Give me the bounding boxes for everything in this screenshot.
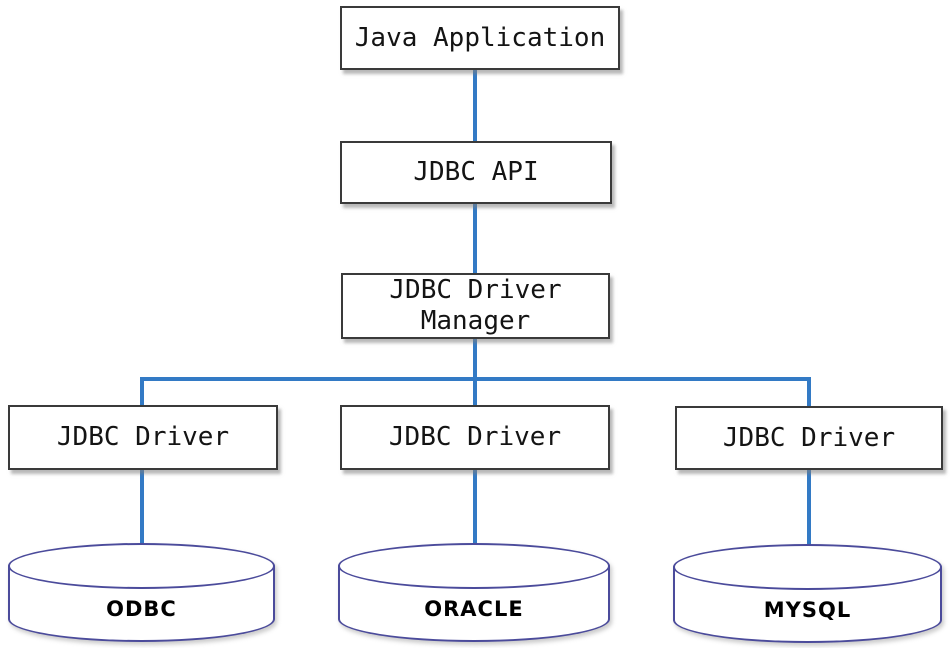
connector-left-driver-to-odbc [140,468,144,548]
connector-app-to-api [473,70,477,142]
database-cylinder-mysql: MYSQL [673,544,942,643]
node-jdbc-driver-manager: JDBC Driver Manager [341,273,610,339]
database-label-mysql: MYSQL [763,598,852,622]
connector-branch-horizontal [140,377,811,381]
connector-api-to-manager [473,204,477,274]
connector-branch-right-drop [807,377,811,408]
connector-manager-to-middle-driver [473,339,477,407]
connector-right-driver-to-mysql [807,468,811,549]
node-jdbc-driver-right: JDBC Driver [675,406,943,470]
database-cylinder-oracle: ORACLE [338,543,610,642]
node-java-application: Java Application [340,6,620,70]
cylinder-top-ellipse [673,544,942,590]
database-label-odbc: ODBC [106,597,177,621]
database-label-oracle: ORACLE [424,597,524,621]
node-jdbc-driver-left: JDBC Driver [8,405,278,470]
connector-middle-driver-to-oracle [473,468,477,548]
database-cylinder-odbc: ODBC [8,543,275,642]
cylinder-top-ellipse [8,543,275,589]
connector-branch-left-drop [140,377,144,407]
node-jdbc-driver-middle: JDBC Driver [340,405,610,470]
cylinder-top-ellipse [338,543,610,589]
node-jdbc-api: JDBC API [340,141,612,204]
